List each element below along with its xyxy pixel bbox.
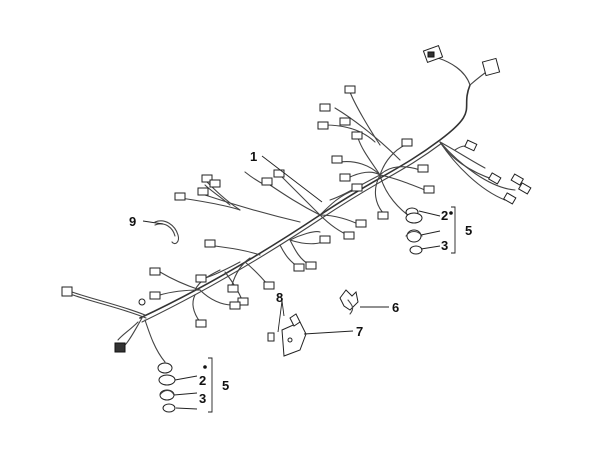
clip-set-upper	[405, 212, 423, 255]
cable-tie-part	[154, 220, 179, 245]
callout-cable-tie: 9	[129, 214, 136, 229]
callout-group-lower: 5	[222, 378, 229, 393]
callout-grommet: 6	[392, 300, 399, 315]
callout-bracket: 7	[356, 324, 363, 339]
callout-screw: 8	[276, 290, 283, 305]
callout-clip-b: 3	[441, 238, 448, 253]
clip-set-lower	[158, 374, 176, 413]
grommet-part	[339, 289, 359, 315]
main-harness	[61, 44, 532, 374]
callout-clip-b-lower: 3	[199, 391, 206, 406]
callout-harness: 1	[250, 149, 257, 164]
callout-group: 5	[465, 223, 472, 238]
callout-clip-a: 2	[441, 208, 448, 223]
callout-clip-a-lower: 2	[199, 373, 206, 388]
bracket-part	[267, 313, 307, 357]
